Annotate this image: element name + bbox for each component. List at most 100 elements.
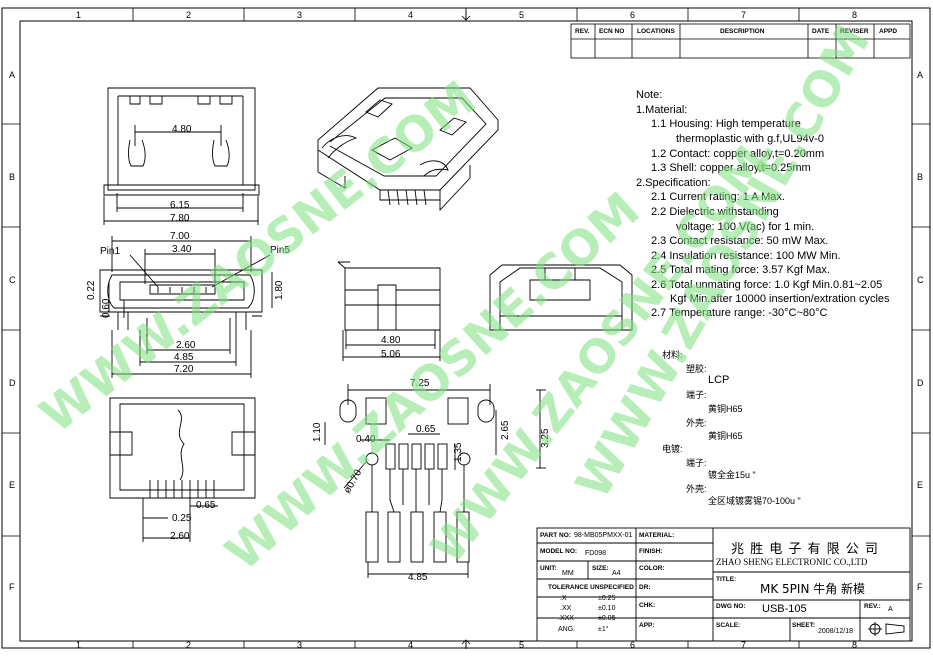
note-line: thermoplastic with g.f,UL94v-0 bbox=[676, 133, 824, 145]
note-line: 2.6 Total unmating force: 1.0 Kgf Min.0.… bbox=[651, 279, 883, 291]
tolerance-value: ±0.10 bbox=[598, 605, 616, 612]
grid-col-label: 6 bbox=[630, 10, 636, 20]
dim-label: 1.80 bbox=[274, 280, 285, 300]
ecn-header: ECN NO bbox=[599, 28, 625, 35]
grid-col-label: 3 bbox=[297, 10, 303, 20]
dim-label: 7.80 bbox=[170, 213, 190, 224]
cn-note-line: 材料: bbox=[662, 350, 683, 360]
dim-label: 0.22 bbox=[86, 280, 97, 300]
rev-value: A bbox=[888, 606, 893, 613]
tolerance-key: ANG. bbox=[558, 626, 576, 633]
color-label: COLOR: bbox=[639, 565, 665, 572]
cn-note-line: 外壳: bbox=[686, 484, 707, 494]
part-no-label: PART NO: bbox=[540, 532, 571, 539]
grid-row-label: A bbox=[9, 70, 16, 80]
grid-row-label: D bbox=[917, 378, 924, 388]
grid-row-label: D bbox=[9, 378, 16, 388]
company-name-en: ZHAO SHENG ELECTRONIC CO.,LTD bbox=[716, 557, 868, 567]
dim-label: 0.25 bbox=[172, 513, 192, 524]
title-label: TITLE: bbox=[716, 576, 737, 583]
grid-col-label: 4 bbox=[408, 10, 414, 20]
dim-label: 2.60 bbox=[170, 531, 190, 542]
part-no-value: 98-MB05PMXX-01 bbox=[574, 532, 633, 539]
model-no-value: FD098 bbox=[585, 550, 607, 557]
grid-col-label: 3 bbox=[297, 640, 303, 650]
material-label: MATERIAL: bbox=[639, 532, 675, 539]
app-label: APP: bbox=[639, 622, 655, 629]
tolerance-label: TOLERANCE UNSPECIFIED bbox=[548, 584, 634, 591]
grid-row-label: E bbox=[917, 480, 924, 490]
isometric-view bbox=[317, 87, 499, 212]
tolerance-value: ±0.05 bbox=[598, 615, 616, 622]
note-line: 1.Material: bbox=[636, 104, 688, 116]
note-line: 2.2 Dielectric withstanding bbox=[651, 206, 779, 218]
unit-value: MM bbox=[562, 570, 574, 577]
dim-label: 1.35 bbox=[453, 442, 464, 462]
note-line: 1.2 Contact: copper alloy,t=0.20mm bbox=[651, 148, 825, 160]
date-value: 2008/12/18 bbox=[818, 628, 854, 635]
dim-label: 7.00 bbox=[170, 231, 190, 242]
dim-label: 4.80 bbox=[172, 124, 192, 135]
top-view bbox=[103, 87, 260, 225]
title-block bbox=[536, 527, 911, 642]
cn-note-line: 全区域镀雾锡70-100u " bbox=[708, 496, 801, 506]
tolerance-value: ±1° bbox=[598, 626, 609, 633]
appd-header: APPD bbox=[879, 28, 898, 35]
note-line: Kgf Min.after 10000 insertion/extration … bbox=[670, 293, 890, 305]
cn-note-line: 端子: bbox=[686, 458, 707, 468]
grid-col-label: 5 bbox=[519, 10, 525, 20]
grid-col-label: 8 bbox=[852, 640, 858, 650]
rev-header: REV. bbox=[575, 28, 590, 35]
dwg-no-value: USB-105 bbox=[762, 603, 807, 615]
grid-row-label: A bbox=[917, 70, 924, 80]
grid-row-label: B bbox=[917, 172, 924, 182]
dwg-no-label: DWG NO: bbox=[716, 603, 746, 610]
dim-label: 5.06 bbox=[381, 349, 401, 360]
dim-label: 3.25 bbox=[540, 428, 551, 448]
grid-row-label: B bbox=[9, 172, 16, 182]
dim-label: 7.25 bbox=[410, 378, 430, 389]
dim-label: 2.60 bbox=[176, 340, 196, 351]
tolerance-value: ±0.25 bbox=[598, 595, 616, 602]
cn-note-line: 端子: bbox=[686, 390, 707, 400]
grid-col-label: 1 bbox=[76, 10, 82, 20]
bottom-view bbox=[109, 397, 256, 542]
dim-label: 0.40 bbox=[356, 434, 376, 445]
grid-ticks bbox=[2, 8, 930, 649]
cn-note-line: 塑胶: bbox=[686, 364, 707, 374]
date-header: DATE bbox=[812, 28, 830, 35]
size-value: A4 bbox=[612, 570, 621, 577]
projection-symbol-icon bbox=[866, 622, 906, 636]
description-header: DESCRIPTION bbox=[720, 28, 765, 35]
cn-note-line: 镀全金15u " bbox=[708, 470, 756, 480]
dim-label: 4.80 bbox=[381, 335, 401, 346]
dim-label: 4.85 bbox=[174, 352, 194, 363]
dr-label: DR: bbox=[639, 584, 651, 591]
note-line: 1.3 Shell: copper alloy,t=0.25mm bbox=[651, 162, 811, 174]
note-line: 2.3 Contact resistance: 50 mW Max. bbox=[651, 235, 829, 247]
dim-label: 3.40 bbox=[172, 244, 192, 255]
finish-label: FINISH: bbox=[639, 548, 663, 555]
pin1-label: Pin1 bbox=[100, 246, 121, 257]
note-line: 1.1 Housing: High temperature bbox=[651, 118, 801, 130]
grid-row-label: C bbox=[9, 275, 16, 285]
grid-row-label: F bbox=[917, 582, 923, 592]
grid-row-label: E bbox=[9, 480, 16, 490]
note-line: 2.5 Total mating force: 3.57 Kgf Max. bbox=[651, 264, 830, 276]
grid-col-label: 2 bbox=[186, 10, 192, 20]
note-line: Note: bbox=[636, 89, 663, 101]
note-line: 2.4 Insulation resistance: 100 MW Min. bbox=[651, 250, 841, 262]
tolerance-key: .XX bbox=[560, 605, 572, 612]
rev-label: REV.: bbox=[864, 603, 881, 610]
cn-note-line: 黄铜H65 bbox=[708, 431, 743, 441]
dim-label: 6.15 bbox=[170, 200, 190, 211]
side-view bbox=[337, 261, 441, 361]
grid-row-label: F bbox=[9, 582, 15, 592]
dim-label: 4.85 bbox=[408, 572, 428, 583]
note-line: 2.7 Temperature range: -30°C~80°C bbox=[651, 307, 828, 319]
note-line: voltage: 100 V(ac) for 1 min. bbox=[676, 221, 815, 233]
cn-note-line: 外壳: bbox=[686, 418, 707, 428]
grid-col-label: 6 bbox=[630, 640, 636, 650]
grid-col-label: 2 bbox=[186, 640, 192, 650]
